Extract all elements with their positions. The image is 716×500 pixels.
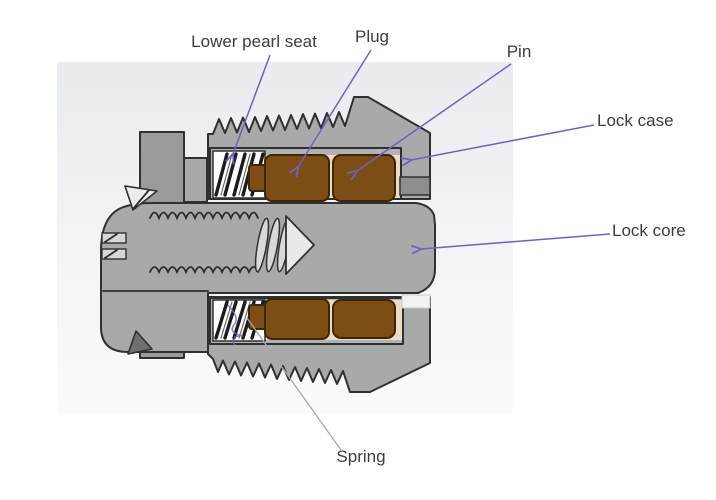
core-screw-shaft	[101, 185, 315, 355]
label-lock-core: Lock core	[612, 221, 686, 240]
label-plug: Plug	[355, 27, 389, 46]
lock-core-leader	[421, 233, 611, 249]
spring-leader	[246, 317, 342, 451]
cap-slot-top	[101, 232, 127, 244]
case-insert-block	[399, 176, 431, 196]
left-step-top	[183, 157, 208, 203]
leader-lines	[233, 49, 611, 451]
lower-pin-chamber	[209, 294, 431, 345]
upper-pin-chamber	[209, 147, 431, 202]
plug-body	[264, 154, 330, 202]
label-pin: Pin	[507, 42, 532, 61]
cap-slot-bottom	[101, 248, 127, 260]
pin-body-upper	[332, 154, 396, 202]
section-pennant-top-line	[132, 189, 150, 210]
cap-slot-shading-2	[104, 249, 118, 259]
lower-pearl-seat-leader	[233, 54, 271, 154]
label-spring: Spring	[336, 447, 385, 466]
thread-section-2	[265, 217, 281, 273]
core-gap-highlight	[401, 294, 431, 309]
screw-cone-tip	[285, 215, 315, 275]
lock-case-leader	[411, 124, 595, 160]
cap-slot-shading-1	[104, 233, 118, 243]
shaft-threads-bottom	[149, 266, 259, 275]
spring-scribble	[227, 304, 244, 346]
plug-leader	[298, 49, 372, 167]
label-lower-pearl-seat: Lower pearl seat	[191, 32, 317, 51]
pin-leader	[357, 63, 512, 171]
thread-section-1	[254, 217, 270, 273]
shaft-threads-top	[149, 211, 259, 221]
pin-body-lower	[332, 299, 396, 339]
plug-body-lower	[264, 298, 330, 340]
lock-core-body	[100, 202, 436, 353]
section-pennant-bottom	[127, 330, 153, 355]
label-lock-case: Lock case	[597, 111, 674, 130]
section-pennant-top	[124, 185, 158, 211]
part-labels: Lower pearl seat Plug Pin Lock case Lock…	[191, 27, 686, 466]
